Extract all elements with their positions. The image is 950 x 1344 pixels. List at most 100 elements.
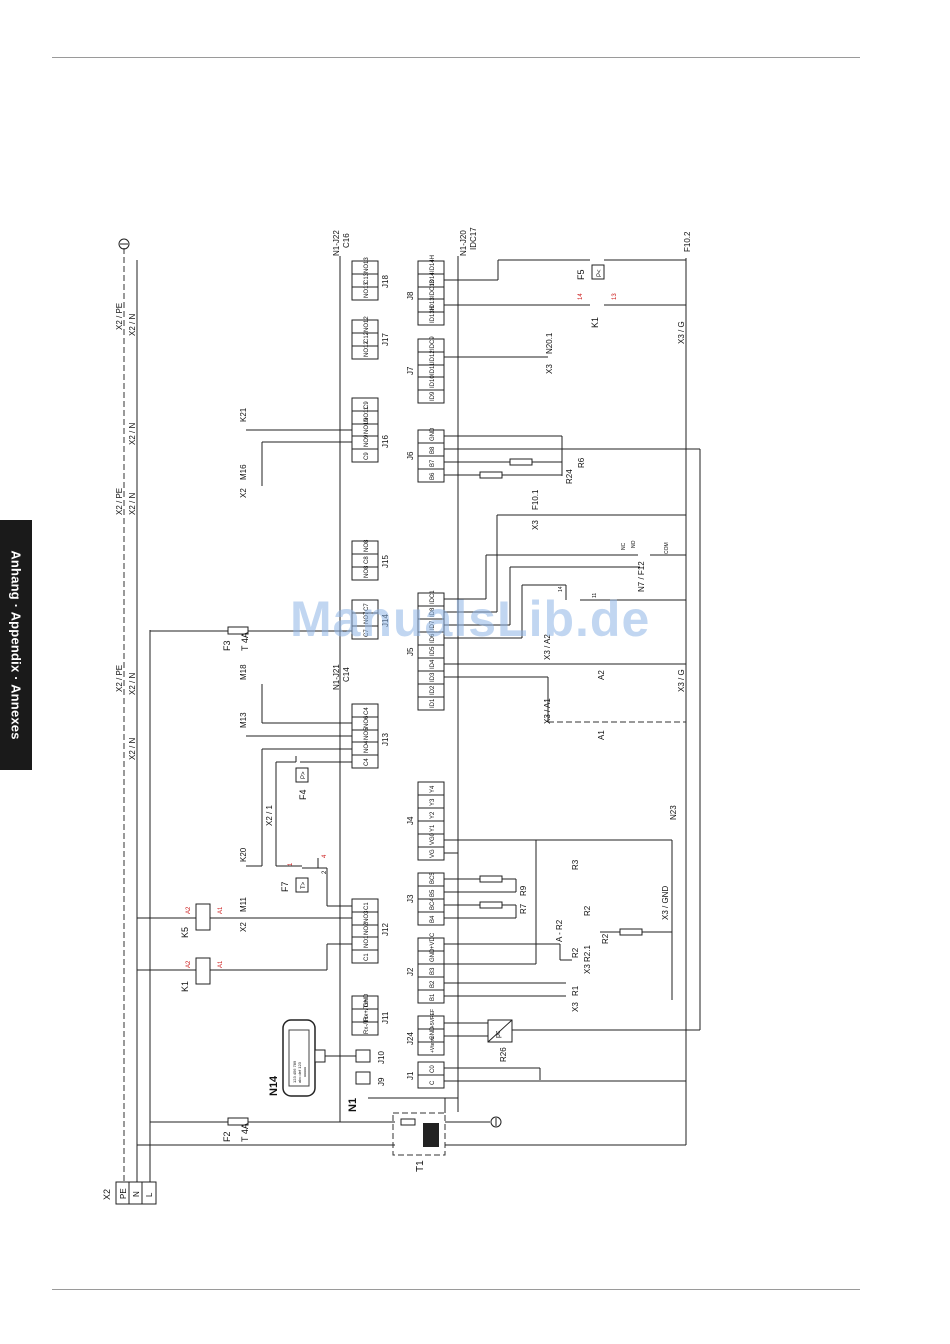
bus-label: X2 / PE [115,665,124,692]
connector-j17: NO12 C12 NO12 J17 [351,316,390,360]
svg-text:BC4: BC4 [430,898,436,910]
svg-text:IDC9: IDC9 [430,336,436,350]
svg-text:C0: C0 [430,1065,436,1073]
svg-text:B3: B3 [430,967,436,975]
svg-text:13: 13 [612,293,618,300]
switch-f7: T> F7 1 2 4 [280,854,328,893]
svg-text:M16: M16 [239,464,248,480]
svg-text:C16: C16 [342,233,351,248]
svg-text:+Vterm: +Vterm [430,1037,436,1053]
connector-j4: VG VG0 Y1 Y2 Y3 Y4 J4 [406,781,445,861]
svg-text:F10.1: F10.1 [531,489,540,510]
watermark: ManualsLib.de [290,591,651,647]
svg-text:K5: K5 [180,927,190,938]
svg-text:N14: N14 [268,1075,280,1096]
bus-label: X2 / N [128,738,137,760]
svg-text:F5: F5 [576,269,586,280]
svg-text:J10: J10 [377,1051,386,1064]
svg-text:ID8: ID8 [430,607,436,617]
svg-text:R24: R24 [565,469,574,484]
svg-text:IDC17: IDC17 [469,227,478,250]
svg-text:R2: R2 [571,947,580,958]
svg-text:ID1: ID1 [430,698,436,708]
svg-text:C1: C1 [364,953,370,961]
svg-text:J5: J5 [406,647,415,656]
svg-text:R2: R2 [583,905,592,916]
connector-j1: C C0 J1 [406,1061,445,1089]
svg-text:B5: B5 [430,889,436,897]
header-rule [52,57,860,58]
svg-text:ID2: ID2 [430,685,436,695]
svg-text:ID13: ID13 [430,297,436,310]
ground-symbol-bottom [490,1116,502,1128]
svg-text:123 456 789: 123 456 789 [292,1060,297,1083]
svg-text:X2 / 1: X2 / 1 [265,805,274,826]
svg-text:R6: R6 [577,457,586,468]
svg-text:J3: J3 [406,894,415,903]
terminal-l: L [145,1192,154,1197]
svg-text:14: 14 [558,586,564,592]
svg-text:C7: C7 [364,603,370,611]
switch-f4: P> F4 [276,756,309,800]
svg-text:F4: F4 [298,789,308,800]
svg-text:ID9: ID9 [430,391,436,401]
svg-text:X3 / GND: X3 / GND [661,886,670,920]
svg-text:GND: GND [430,427,436,441]
bus-label: X2 / PE [115,488,124,515]
svg-text:A2: A2 [186,960,192,968]
bus-label: X2 / N [128,314,137,336]
svg-text:A2: A2 [186,906,192,914]
connector-j15: NO8 C8 NO8 J15 [351,539,390,581]
svg-text:2: 2 [322,870,328,874]
connector-j2: B1 B2 B3 GND +VDC J2 [406,932,445,1004]
svg-text:ID11: ID11 [430,362,436,375]
svg-text:NO13: NO13 [364,282,370,298]
connector-j7: ID9 ID10 ID11 ID12 IDC9 J7 [406,336,445,404]
svg-text:R26: R26 [499,1047,508,1062]
svg-text:A - R2: A - R2 [555,919,564,942]
bus-label: X2 / N [128,673,137,695]
svg-text:NO3: NO3 [364,910,370,923]
svg-text:T>: T> [301,881,307,889]
sensor-r26: pc R26 [444,1019,700,1062]
svg-text:Y4: Y4 [430,785,436,793]
svg-text:X3: X3 [583,964,592,974]
svg-text:NO6: NO6 [364,715,370,728]
supply-terminal: X2 PE N L [102,1181,157,1205]
svg-text:T 4A: T 4A [240,1123,250,1142]
svg-text:M18: M18 [239,664,248,680]
svg-text:C9: C9 [364,452,370,460]
display-n14: 123 456 789 abc def 123 xxxxx N14 [268,1019,356,1097]
svg-text:NO10: NO10 [364,418,370,434]
svg-text:F3: F3 [222,640,232,651]
svg-text:ID12: ID12 [430,350,436,363]
svg-text:GND: GND [430,1026,436,1040]
svg-text:ID5: ID5 [430,646,436,656]
svg-text:B7: B7 [430,459,436,467]
svg-text:X2: X2 [239,922,248,932]
transformer-t1: T1 [392,1112,446,1172]
svg-text:J13: J13 [381,733,390,746]
svg-text:M13: M13 [239,712,248,728]
svg-text:J6: J6 [406,451,415,460]
connector-j13: C4 NO4 NO5 NO6 C4 J13 [351,703,390,769]
svg-text:ID3: ID3 [430,672,436,682]
connector-j6: B6 B7 B8 GND J6 [406,427,445,483]
connector-j14: C7 NO7 C7 J14 [351,599,390,640]
svg-text:pc: pc [495,1030,502,1038]
svg-text:B2: B2 [430,980,436,988]
svg-text:COM: COM [664,542,670,554]
svg-text:BC5: BC5 [430,872,436,884]
connector-j8: ID13H ID13 IDC13 ID14 ID14H J8 [406,255,445,326]
svg-text:NO: NO [631,540,637,548]
fuse-f2: F2 T 4A [222,1117,250,1142]
svg-text:X3 / A2: X3 / A2 [543,634,552,660]
svg-text:NC: NC [621,542,627,550]
connector-j10-j9: J10 J9 [355,1049,386,1086]
svg-text:Y1: Y1 [430,824,436,832]
terminal-pe: PE [119,1188,128,1199]
svg-text:NO5: NO5 [364,727,370,740]
svg-text:C14: C14 [342,667,351,682]
svg-text:IDC13: IDC13 [430,279,436,297]
